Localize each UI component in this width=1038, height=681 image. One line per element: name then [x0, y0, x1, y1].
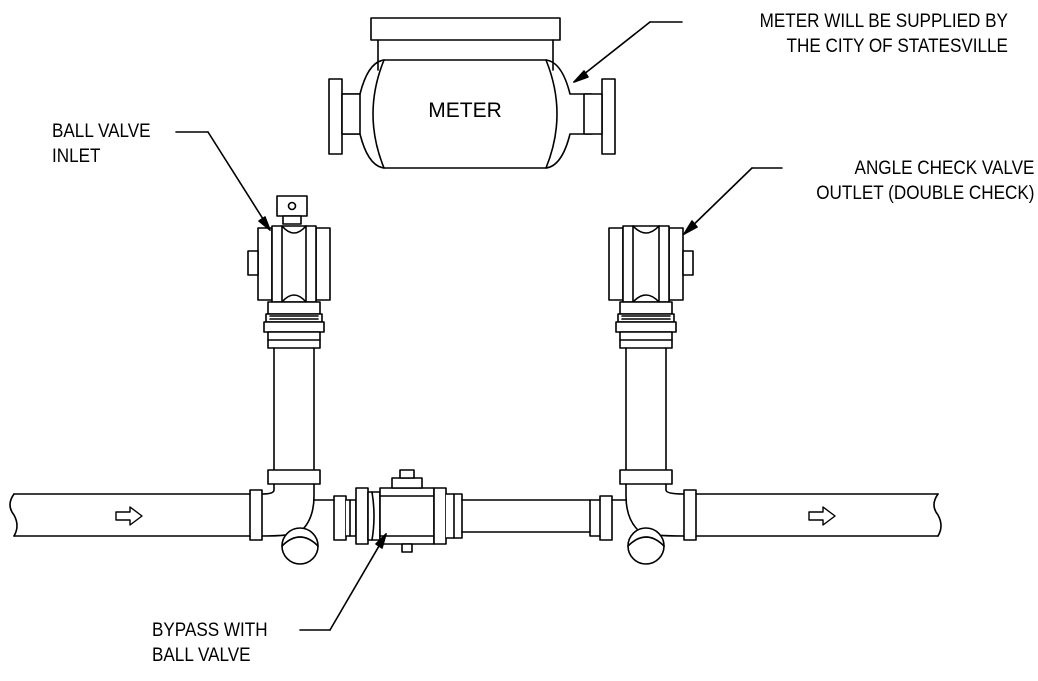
label-angle-check-valve-line2: OUTLET (DOUBLE CHECK) — [815, 183, 1034, 204]
leader-bypass — [299, 533, 387, 631]
label-meter-supplied: METER WILL BE SUPPLIED BY THE CITY OF ST… — [760, 9, 1008, 59]
label-bypass-line1: BYPASS WITH — [152, 620, 268, 641]
main-pipe-left — [9, 493, 251, 537]
label-angle-check-valve: ANGLE CHECK VALVE OUTLET (DOUBLE CHECK) — [816, 156, 1034, 206]
bypass-ball-valve — [355, 469, 463, 553]
meter-body-label: METER — [428, 99, 502, 122]
inlet-ball-valve — [247, 195, 331, 471]
leader-meter — [573, 21, 683, 83]
label-bypass: BYPASS WITH BALL VALVE — [152, 618, 268, 668]
label-meter-supplied-line2: THE CITY OF STATESVILLE — [786, 36, 1008, 57]
meter — [328, 17, 616, 169]
label-bypass-line2: BALL VALVE — [152, 645, 251, 666]
label-meter-supplied-line1: METER WILL BE SUPPLIED BY — [759, 11, 1008, 32]
label-ball-valve-inlet-line2: INLET — [52, 146, 101, 167]
left-elbow — [249, 469, 357, 565]
outlet-check-valve — [608, 225, 694, 471]
right-elbow — [589, 469, 697, 565]
label-ball-valve-inlet: BALL VALVE INLET — [52, 119, 151, 169]
bypass-pipe — [461, 499, 591, 533]
leader-ball-valve-inlet — [175, 131, 271, 231]
main-pipe-right — [695, 493, 942, 537]
flow-arrow-left — [115, 506, 143, 526]
leader-angle-check — [683, 167, 783, 235]
label-ball-valve-inlet-line1: BALL VALVE — [52, 121, 151, 142]
label-angle-check-valve-line1: ANGLE CHECK VALVE — [854, 158, 1034, 179]
flow-arrow-right — [808, 506, 836, 526]
